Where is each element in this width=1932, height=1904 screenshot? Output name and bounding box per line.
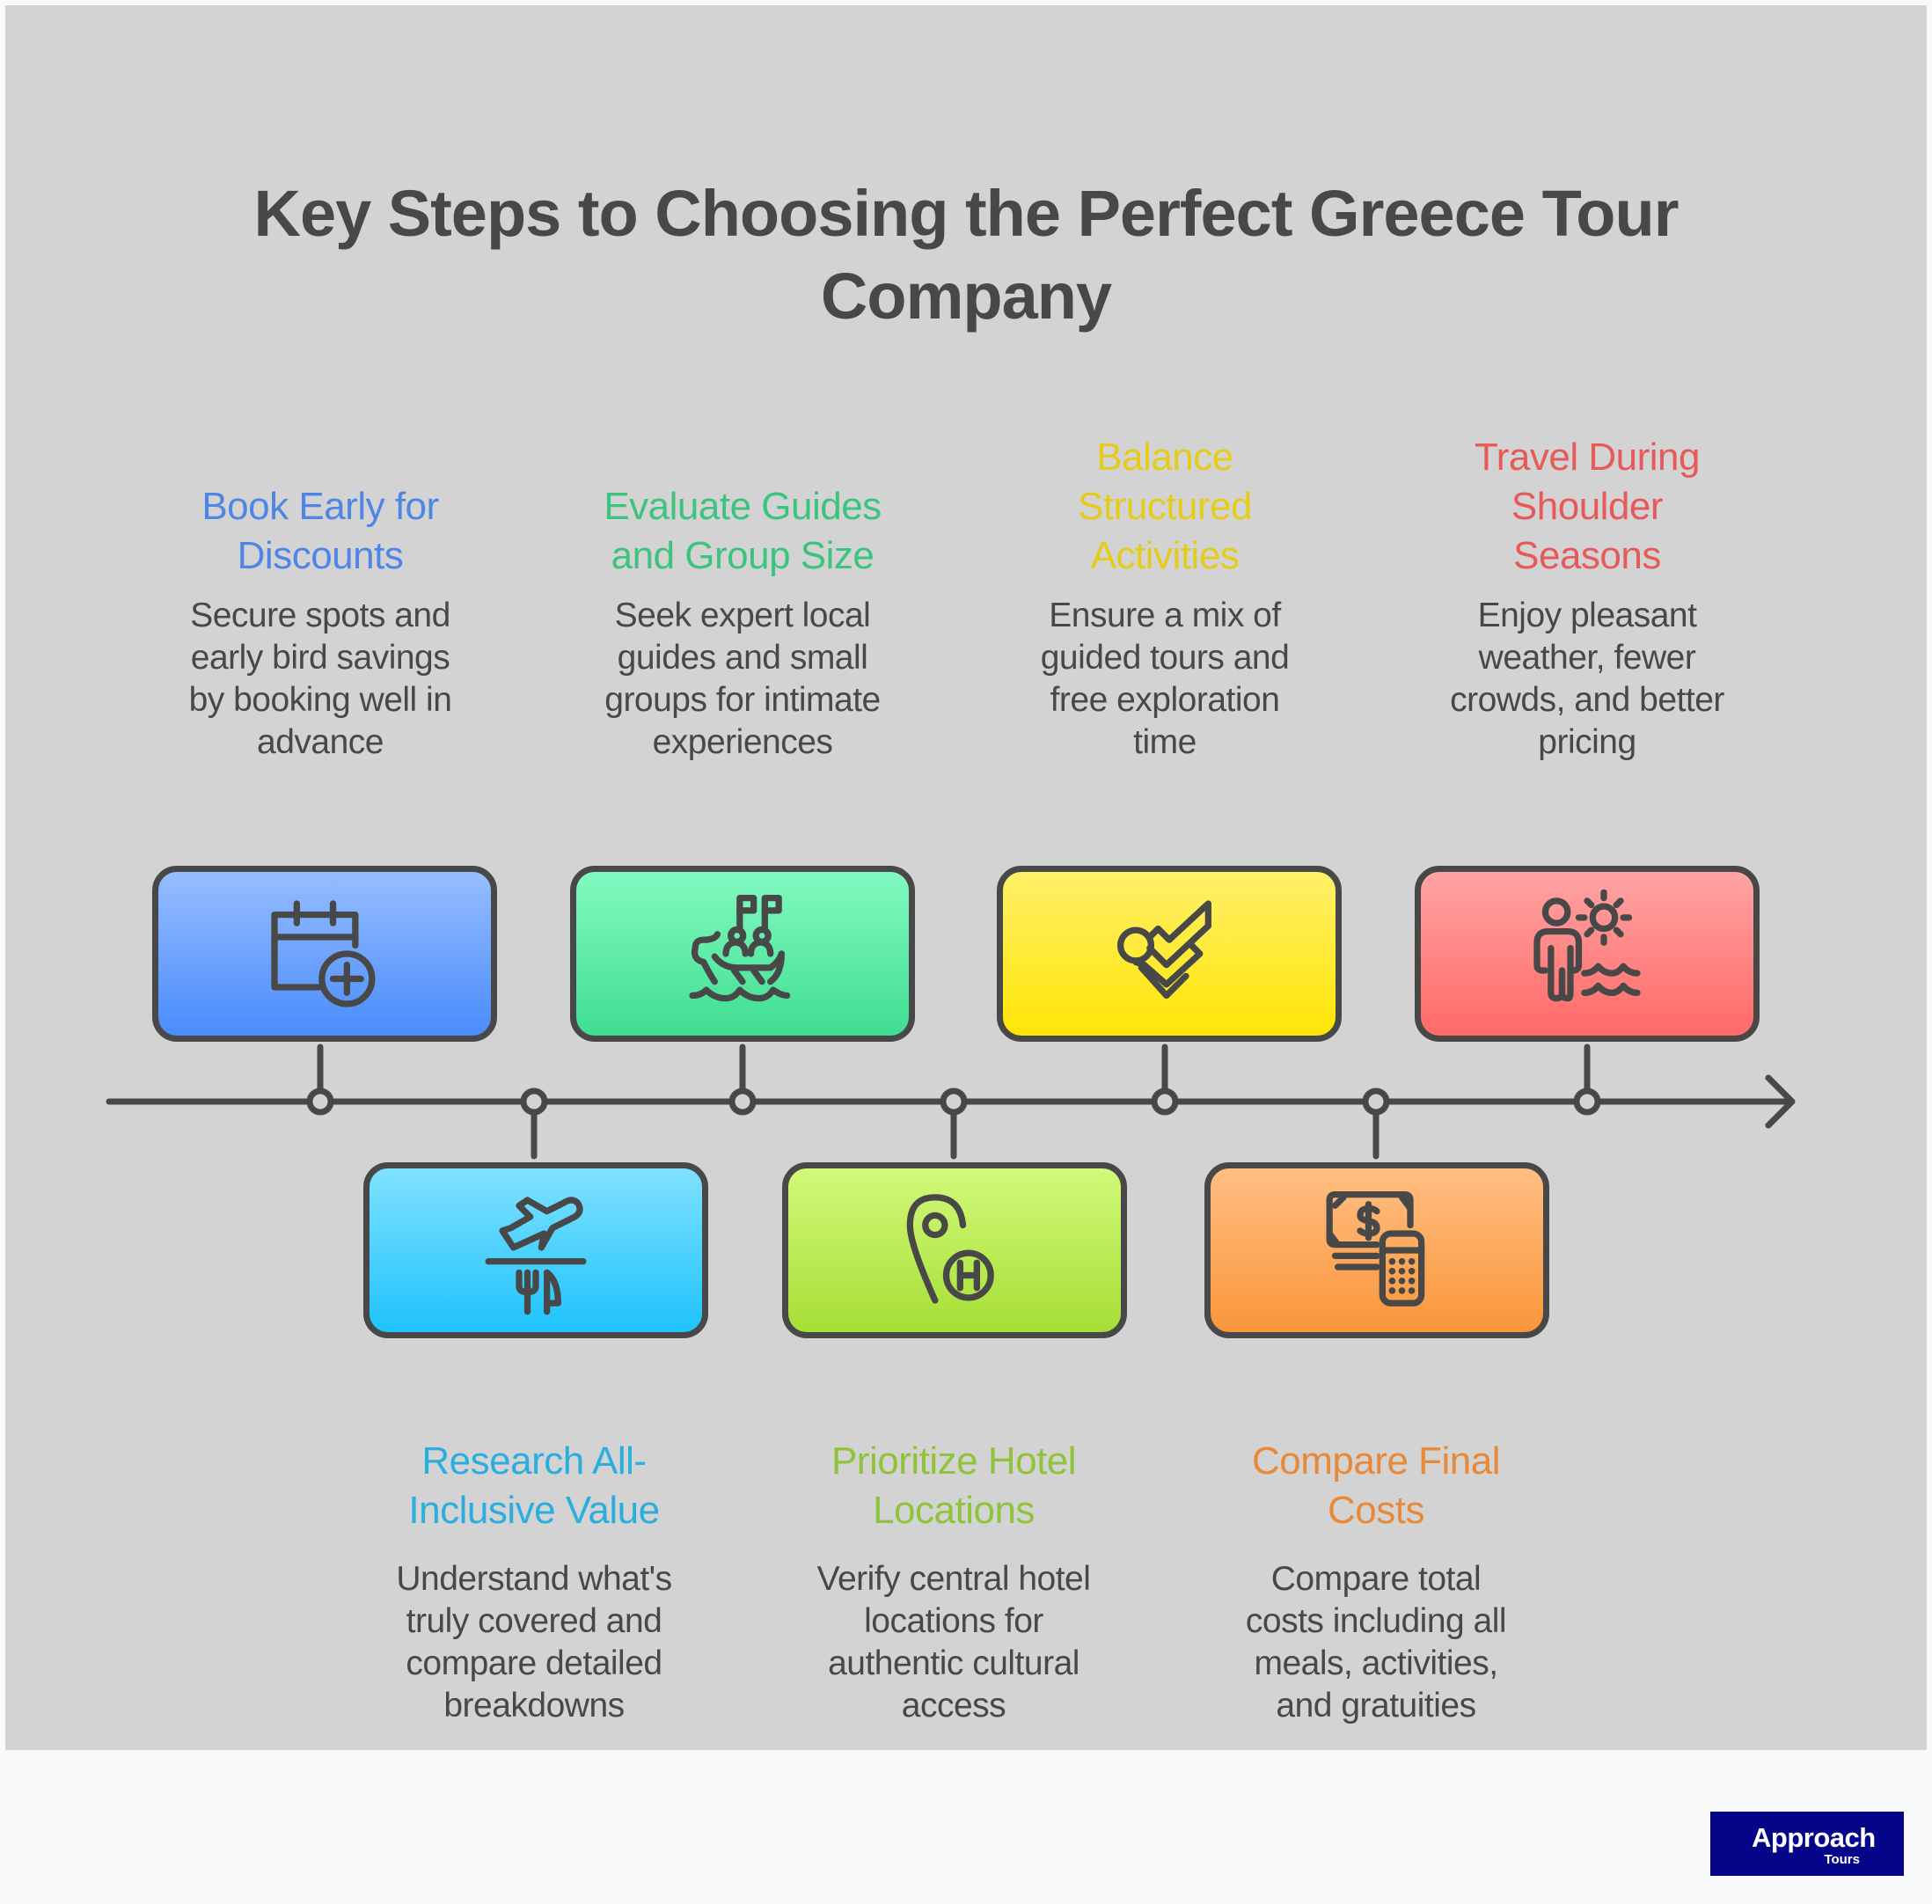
- page-title: Key Steps to Choosing the Perfect Greece…: [130, 172, 1802, 338]
- step-4-icon-box: [782, 1162, 1127, 1338]
- step-2-text: Research All-Inclusive Value: [358, 1437, 710, 1535]
- logo-subtitle: Tours: [1824, 1852, 1860, 1867]
- step-3-icon-box: [570, 866, 915, 1042]
- step-5-icon-box: [997, 866, 1342, 1042]
- money-calculator-icon: [1326, 1191, 1425, 1307]
- tour-boat-icon: [689, 895, 791, 1002]
- step-2-icon-box: [363, 1162, 708, 1338]
- title-line-2: Company: [820, 260, 1112, 333]
- step-6-icon-box: [1204, 1162, 1549, 1338]
- calendar-add-icon: [271, 900, 376, 1007]
- person-sun-sea-icon: [1533, 889, 1641, 1002]
- flight-meal-icon: [485, 1197, 587, 1315]
- balanced-check-icon: [1116, 900, 1211, 1000]
- approach-tours-logo: Approach Tours: [1710, 1812, 1904, 1876]
- logo-name: Approach: [1752, 1822, 1876, 1853]
- title-line-1: Key Steps to Choosing the Perfect Greece…: [253, 177, 1680, 250]
- step-2-heading: Research All-Inclusive Value: [408, 1439, 660, 1532]
- step-7-icon-box: [1415, 866, 1760, 1042]
- step-1-icon-box: [152, 866, 497, 1042]
- hotel-location-icon: [906, 1194, 994, 1304]
